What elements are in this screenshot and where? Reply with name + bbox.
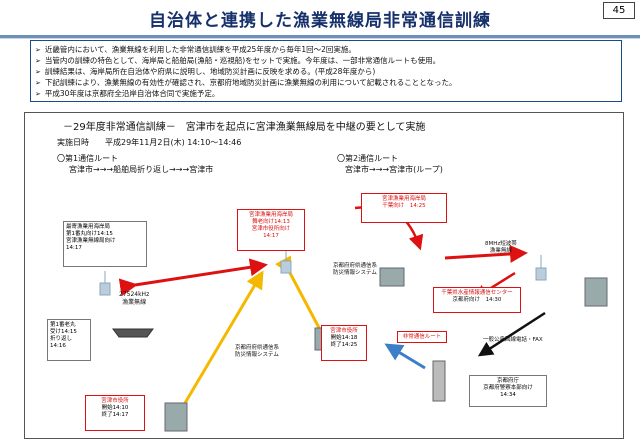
route2-title: 〇第2通信ルート	[337, 154, 399, 163]
tower-icon	[432, 360, 446, 402]
diagram-frame: －29年度非常通信訓練－ 宮津市を起点に宮津漁業無線局を中継の要として実施 実施…	[24, 112, 624, 439]
page-title: 自治体と連携した漁業無線局非常通信訓練	[149, 11, 491, 31]
ship-icon	[112, 328, 154, 338]
miyazu-city-bottom-card: 宮津市役所 開始14:10 終了14:17	[85, 395, 145, 431]
bullet-item: ➢下記訓練により、漁業無線の有効性が確認され、京都府地域防災計画に漁業無線の利用…	[35, 78, 457, 87]
title-rule	[0, 35, 640, 38]
red-arrow-mhz	[444, 244, 528, 263]
building-icon	[379, 267, 405, 287]
kyoto-pref-card: 京都府庁 京都府警察本部向け 14:34	[469, 375, 547, 407]
route1-path: 宮津市→→→船舶局折り返し→→→宮津市	[69, 165, 214, 174]
antenna-icon	[280, 248, 292, 274]
exercise-datetime: 実施日時 平成29年11月2日(木) 14:10～14:46	[57, 138, 242, 147]
public-line-label: 一般公衆回線電話・FAX	[483, 337, 543, 343]
building-icon	[164, 402, 188, 432]
building-icon	[584, 277, 608, 307]
bullet-item: ➢平成30年度は京都府全沿岸自治体合同で実施予定。	[35, 89, 220, 98]
bullet-item: ➢当管内の訓練の特色として、海岸局と船舶局(漁船・巡視船)をセットで実施。今年度…	[35, 56, 441, 65]
miyazu-station-card: 宮津漁業用海岸局 舞老向け14:13 宮津市役所向け 14:17	[237, 209, 305, 251]
chiba-card: 千葉県水産情報通信センター 京都府向け 14:30	[433, 287, 521, 313]
summary-box: ➢近畿管内において、漁業無線を利用した非常通信訓練を平成25年度から毎年1回～2…	[30, 40, 622, 102]
orange-arrow-city-station	[169, 270, 264, 421]
route2-station-card: 宮津漁業用海岸局 千葉向け 14:25	[361, 193, 447, 223]
route1-title: 〇第1通信ルート	[57, 154, 119, 163]
red-arrow-ship-station	[118, 258, 268, 297]
antenna-icon	[99, 271, 111, 296]
black-arrow-public-line	[477, 311, 546, 357]
bullet-item: ➢訓練結果は、海岸局所在自治体や府県に説明し、地域防災計画に反映を求める。(平成…	[35, 67, 376, 76]
fishing-ship-card: 最寄漁業用海岸局 第1番丸向け14:15 宮津漁業無線局向け 14:17	[63, 221, 147, 267]
emergency-route-label: 非常通信ルート	[397, 331, 447, 343]
diagram-heading: －29年度非常通信訓練－ 宮津市を起点に宮津漁業無線局を中継の要として実施	[63, 122, 426, 133]
miyazu-city-right-card: 宮津市役所 開始14:18 終了14:25	[321, 325, 367, 361]
route2-path: 宮津市→→→宮津市(ループ)	[345, 165, 443, 174]
page-number: 45	[603, 2, 635, 19]
kyoto-system-mid: 京都府府県通信系 防災情報システム	[333, 263, 378, 276]
kyoto-system-left: 京都府府県通信系 防災情報システム	[235, 345, 280, 358]
ship-card: 第1番老丸 受け14:15 折り返し 14:16	[47, 319, 91, 361]
antenna-icon	[535, 255, 547, 281]
khz-label: 27524kHz 漁業無線	[119, 291, 150, 306]
mhz-label: 8MHz短波帯 漁業無線	[485, 241, 517, 254]
bullet-item: ➢近畿管内において、漁業無線を利用した非常通信訓練を平成25年度から毎年1回～2…	[35, 45, 356, 54]
blue-arrow-emergency	[384, 343, 426, 370]
title-rule-light	[0, 38, 640, 39]
